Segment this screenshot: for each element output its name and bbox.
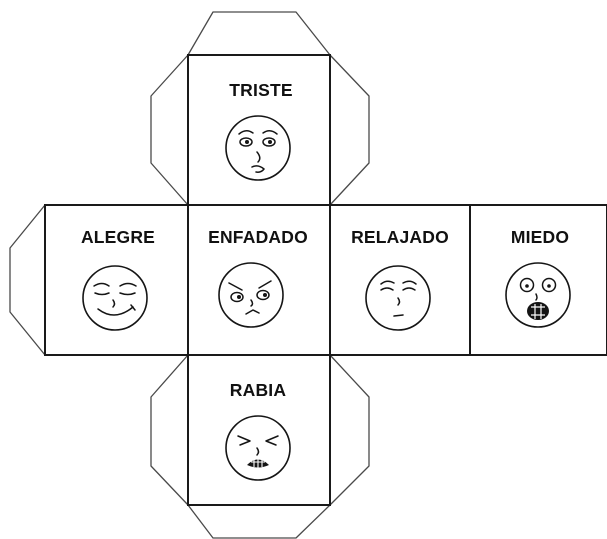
tab-bottom-cap bbox=[187, 504, 331, 539]
happy-face-icon bbox=[82, 265, 148, 331]
label-far-right: MIEDO bbox=[511, 227, 569, 247]
label-right: RELAJADO bbox=[351, 227, 449, 247]
tab-top-right bbox=[329, 54, 370, 206]
face-labels: TRISTE ALEGRE ENFADADO RELAJADO MIEDO RA… bbox=[81, 80, 569, 400]
tab-bottom-left bbox=[150, 354, 189, 506]
label-center: ENFADADO bbox=[208, 227, 308, 247]
furious-face-icon bbox=[225, 415, 291, 481]
tab-top-cap bbox=[187, 11, 331, 56]
tab-left-side bbox=[9, 204, 46, 356]
relaxed-face-icon bbox=[365, 265, 431, 331]
label-left: ALEGRE bbox=[81, 227, 155, 247]
tab-top-left bbox=[150, 54, 189, 206]
scared-face-icon bbox=[505, 262, 571, 328]
annoyed-face-icon bbox=[218, 262, 284, 328]
sad-face-icon bbox=[225, 115, 291, 181]
label-top: TRISTE bbox=[229, 80, 292, 100]
tab-bottom-right bbox=[329, 354, 370, 506]
label-bottom: RABIA bbox=[230, 380, 287, 400]
